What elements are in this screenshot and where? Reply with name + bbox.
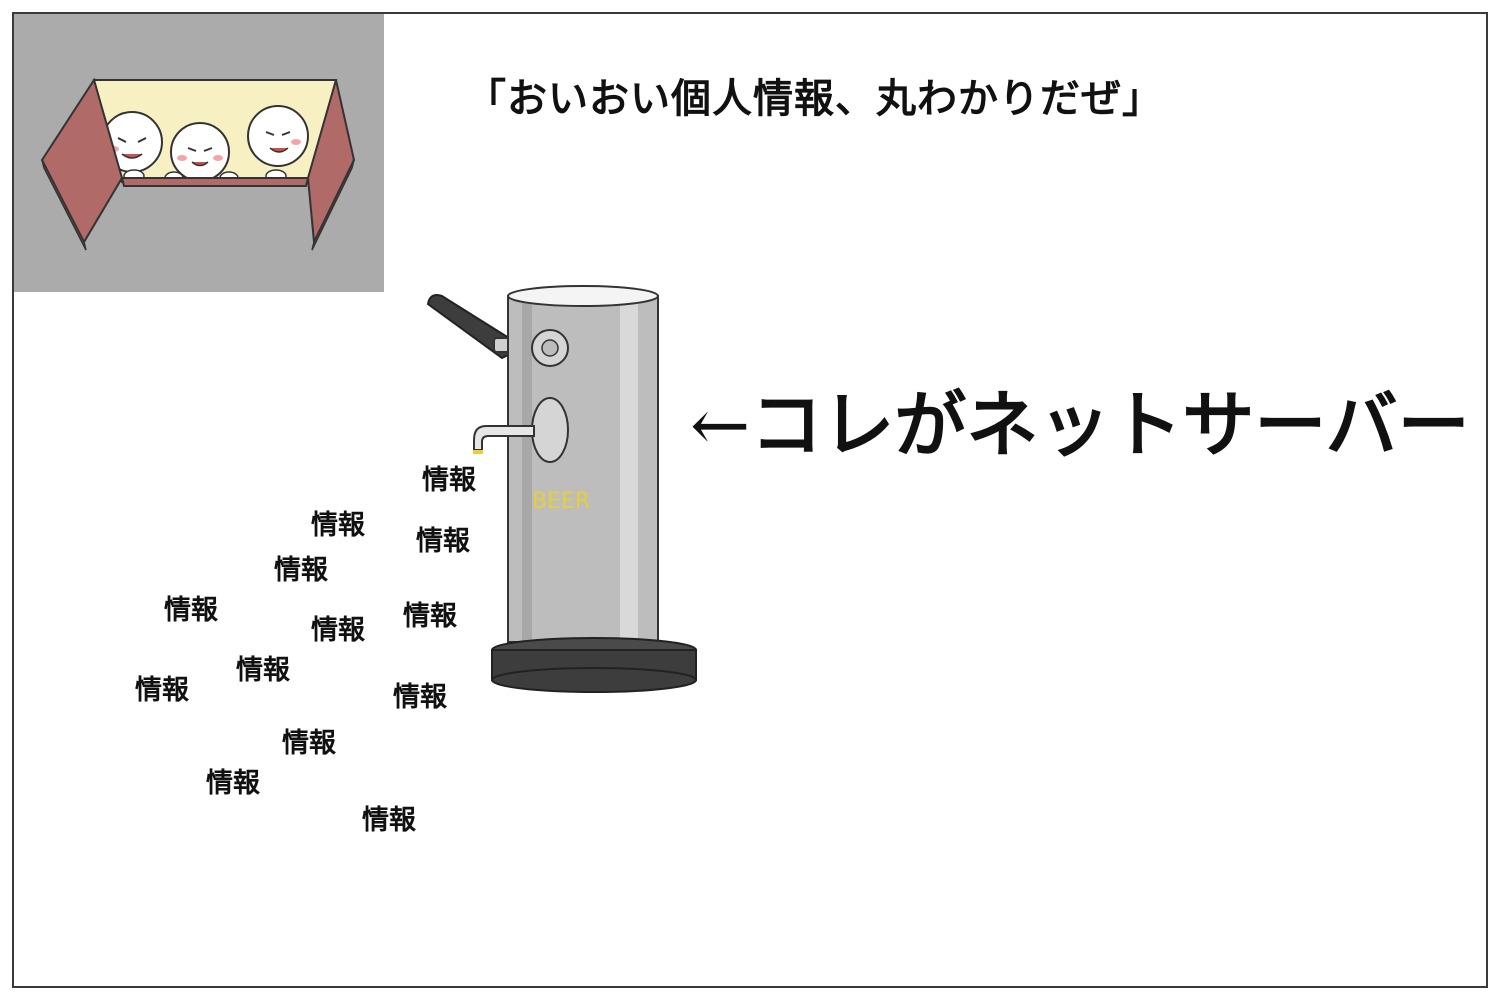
info-word: 情報: [236, 655, 290, 686]
speech-caption: 「おいおい個人情報、丸わかりだぜ」: [466, 76, 1163, 122]
info-word: 情報: [274, 555, 328, 586]
info-word: 情報: [422, 465, 476, 496]
left-arrow-glyph: ←: [690, 383, 751, 467]
face-right: [247, 105, 309, 167]
peeking-faces-illustration: [40, 77, 356, 251]
info-word: 情報: [282, 728, 336, 759]
inset-box-illustration: [14, 14, 384, 292]
info-word: 情報: [393, 682, 447, 713]
beer-server-illustration: BEER: [426, 285, 697, 693]
comic-panel: 「おいおい個人情報、丸わかりだぜ」 ←コレがネットサーバー BEER 情報 情報…: [12, 12, 1488, 988]
server-label-text: コレがネットサーバー: [750, 383, 1470, 467]
info-word: 情報: [311, 615, 365, 646]
server-label: ←コレがネットサーバー: [690, 366, 1470, 471]
info-word: 情報: [206, 768, 260, 799]
info-word: 情報: [311, 510, 365, 541]
info-word: 情報: [403, 601, 457, 632]
beer-badge: BEER: [532, 489, 590, 514]
info-word: 情報: [416, 526, 470, 557]
info-word: 情報: [164, 595, 218, 626]
info-word: 情報: [135, 675, 189, 706]
face-middle: [170, 122, 230, 182]
info-word: 情報: [362, 805, 416, 836]
